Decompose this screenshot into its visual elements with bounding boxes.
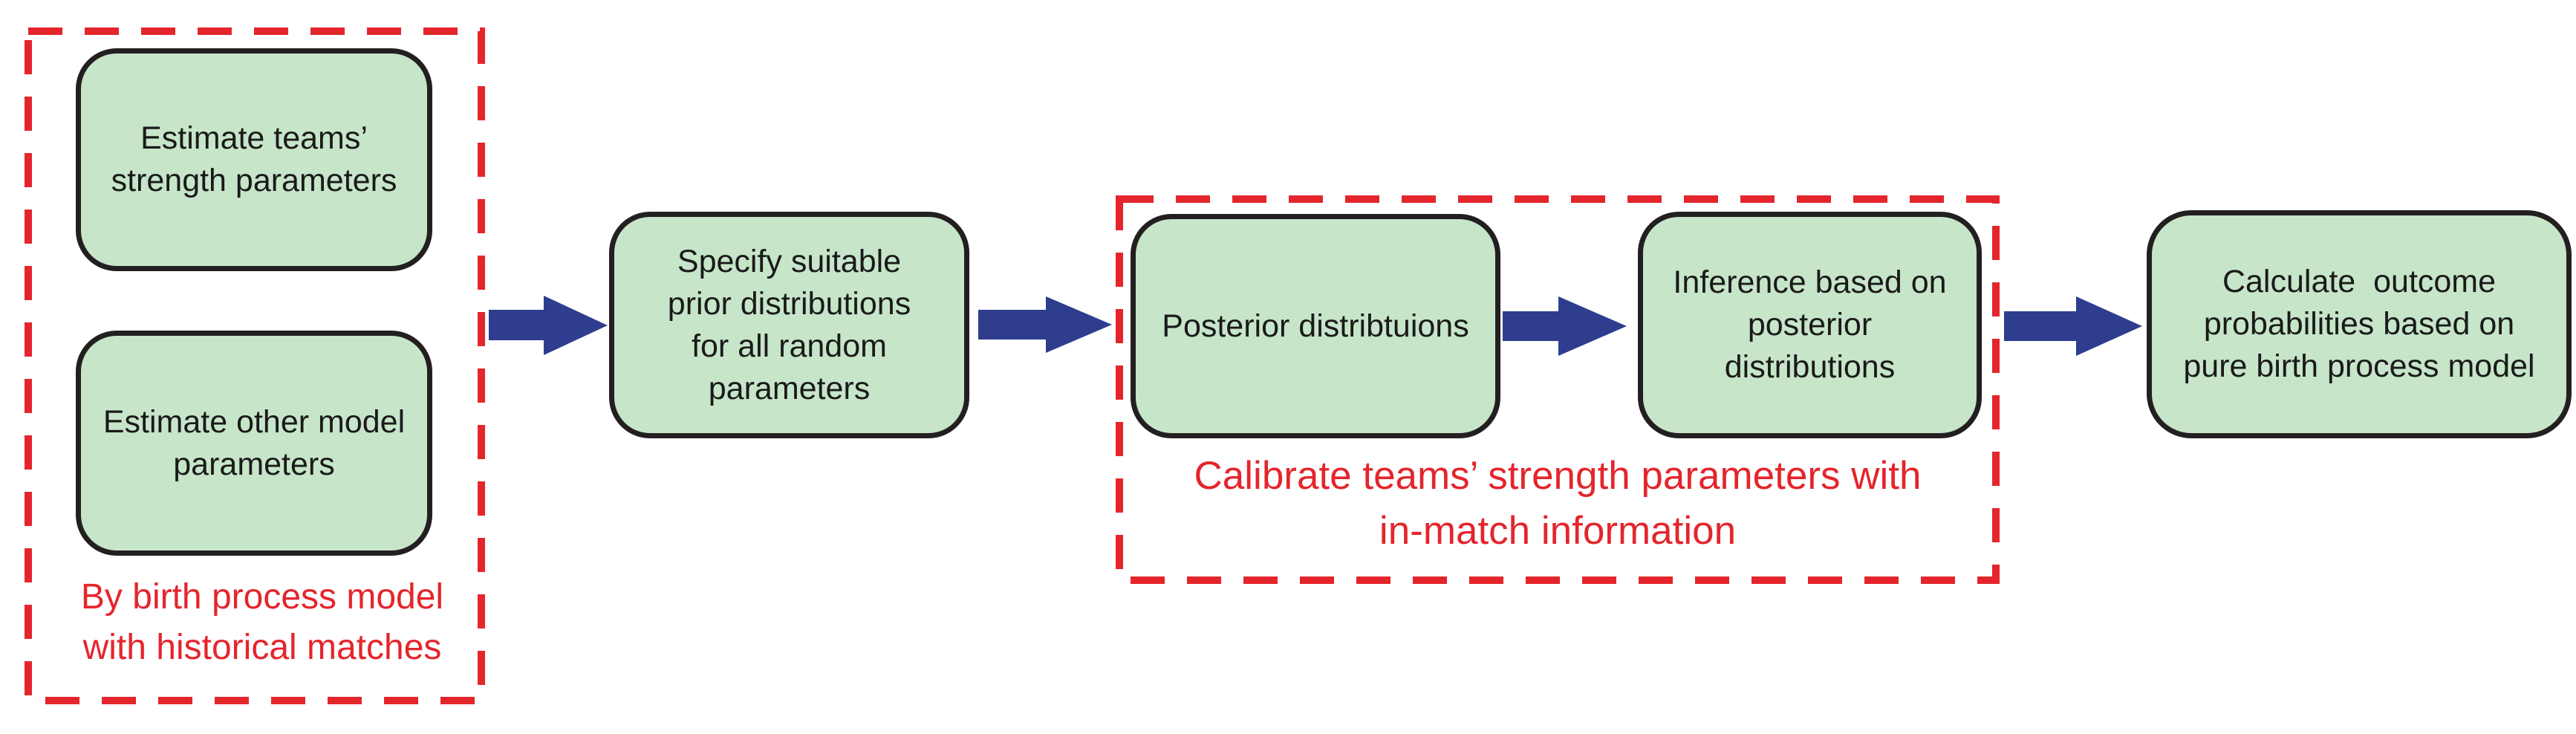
box-text-line: posterior bbox=[1747, 307, 1873, 342]
box-text-line: parameters bbox=[708, 370, 871, 406]
flow-arrow-icon bbox=[2004, 296, 2142, 356]
caption-line: Calibrate teams’ strength parameters wit… bbox=[1194, 454, 1922, 498]
box-text-line: Inference based on bbox=[1673, 264, 1947, 300]
specify-priors-box: Specify suitable prior distributions for… bbox=[609, 212, 969, 438]
box-text-line: Posterior distribtuions bbox=[1162, 308, 1469, 344]
caption-line: in-match information bbox=[1379, 509, 1737, 553]
historical-group-border bbox=[25, 27, 485, 704]
box-text-line: pure birth process model bbox=[2183, 348, 2535, 384]
box-text-line: Specify suitable bbox=[677, 243, 902, 279]
estimate-other-parameters-box: Estimate other model parameters bbox=[76, 331, 432, 556]
flow-arrow-icon bbox=[978, 296, 1112, 353]
box-text-line: probabilities based on bbox=[2203, 306, 2515, 342]
estimate-teams-strength-box: Estimate teams’ strength parameters bbox=[76, 48, 432, 271]
flow-arrow-icon bbox=[489, 296, 608, 355]
box-text-line: Calculate outcome bbox=[2222, 264, 2497, 299]
box-text-line: for all random bbox=[692, 328, 887, 364]
inference-box: Inference based on posterior distributio… bbox=[1638, 212, 1982, 438]
calculate-probabilities-box: Calculate outcome probabilities based on… bbox=[2147, 210, 2572, 438]
box-text-line: distributions bbox=[1724, 349, 1896, 385]
caption-line: with historical matches bbox=[82, 628, 442, 667]
flow-arrow-icon bbox=[1503, 296, 1627, 356]
box-text-line: strength parameters bbox=[111, 163, 397, 198]
box-text-line: parameters bbox=[173, 446, 335, 482]
box-text-line: Estimate teams’ bbox=[140, 120, 368, 156]
caption-line: By birth process model bbox=[80, 577, 444, 617]
box-text-line: Estimate other model bbox=[103, 403, 406, 440]
posterior-distributions-box: Posterior distribtuions bbox=[1131, 214, 1500, 438]
calibrate-group-border bbox=[1116, 195, 2000, 584]
box-text-line: prior distributions bbox=[667, 285, 911, 322]
calibrate-group-caption: Calibrate teams’ strength parameters wit… bbox=[1119, 449, 1996, 559]
historical-group-caption: By birth process model with historical m… bbox=[36, 572, 489, 673]
